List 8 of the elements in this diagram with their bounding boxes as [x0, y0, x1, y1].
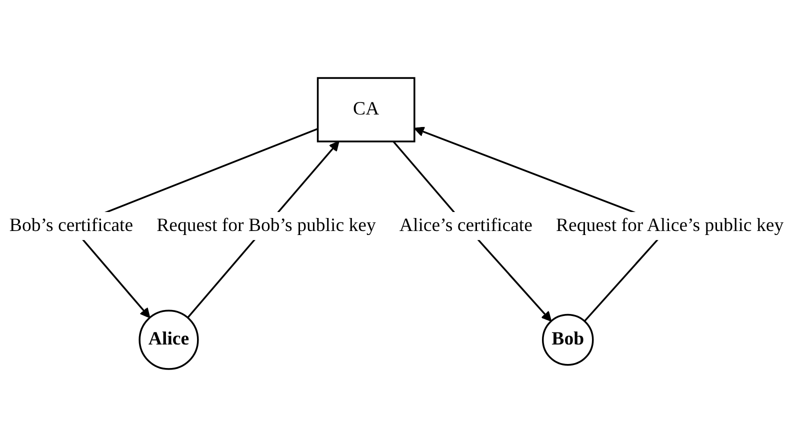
node-box: CA [316, 77, 416, 142]
edge-label: Alice’s certificate [399, 215, 532, 236]
node-circle: Alice [138, 310, 199, 370]
arrow [392, 140, 552, 322]
edge-label: Request for Alice’s public key [556, 215, 784, 236]
edge-label: Bob’s certificate [9, 215, 134, 236]
node-circle: Bob [542, 314, 594, 366]
edge-label: Request for Bob’s public key [156, 215, 376, 236]
